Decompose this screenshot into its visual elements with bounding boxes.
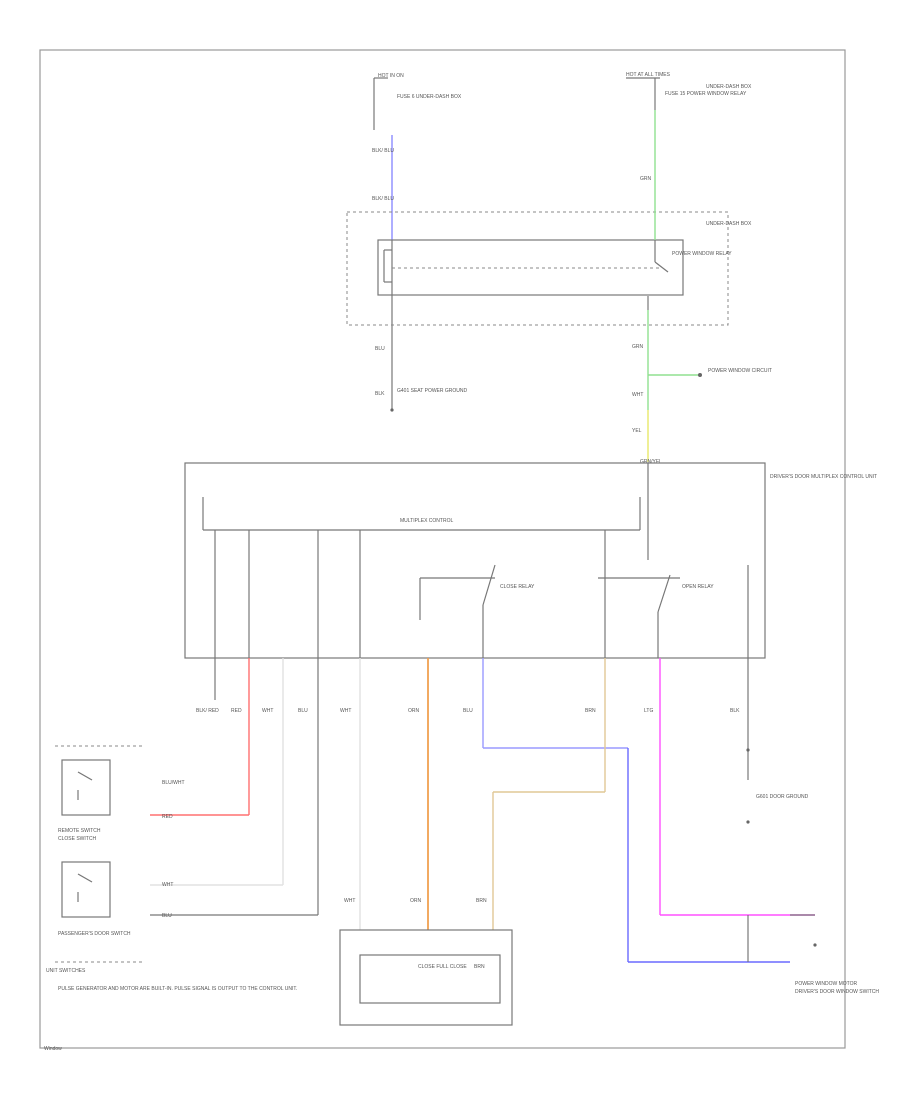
svg-text:DRIVER'S DOOR MULTIPLEX CONTRO: DRIVER'S DOOR MULTIPLEX CONTROL UNIT [770,474,877,480]
svg-text:WHT: WHT [262,708,273,714]
svg-text:RED: RED [231,708,242,714]
bottom-right-switch: POWER WINDOW MOTOR DRIVER'S DOOR WINDOW … [790,914,879,995]
svg-text:BLU: BLU [298,708,308,714]
svg-text:HOT IN ON: HOT IN ON [378,73,404,79]
svg-text:BLU: BLU [162,913,172,919]
svg-text:CLOSE SWITCH: CLOSE SWITCH [58,836,96,842]
svg-text:CLOSE FULL CLOSE: CLOSE FULL CLOSE [418,964,467,970]
harness-wires: BLK/ RED RED WHT BLU WHT ORN BLU BRN LTG… [150,658,815,963]
svg-text:HOT AT ALL TIMES: HOT AT ALL TIMES [626,72,671,78]
svg-text:GRN/YEL: GRN/YEL [640,459,662,465]
svg-text:ORN: ORN [410,898,422,904]
control-unit: MULTIPLEX CONTROL DRIVER'S DOOR MULTIPLE… [184,462,877,659]
svg-text:MULTIPLEX CONTROL: MULTIPLEX CONTROL [400,518,453,524]
svg-text:OPEN RELAY: OPEN RELAY [682,584,714,590]
svg-text:GRN: GRN [632,344,644,350]
window-motor: CLOSE FULL CLOSE WHT ORN BRN BRN [339,898,513,1026]
svg-text:BLK: BLK [730,708,740,714]
diagram-border [39,49,846,1049]
svg-text:UNIT SWITCHES: UNIT SWITCHES [46,968,86,974]
svg-text:FUSE 6 UNDER-DASH BOX: FUSE 6 UNDER-DASH BOX [397,94,462,100]
svg-text:ORN: ORN [408,708,420,714]
svg-text:G601 DOOR GROUND: G601 DOOR GROUND [756,794,809,800]
svg-text:UNDER-DASH BOX: UNDER-DASH BOX [706,84,752,90]
svg-text:PASSENGER'S DOOR SWITCH: PASSENGER'S DOOR SWITCH [58,931,131,937]
svg-text:WHT: WHT [162,882,173,888]
svg-text:GRN: GRN [640,176,652,182]
svg-text:BRN: BRN [585,708,596,714]
relay-box-top [346,211,729,326]
svg-text:WHT: WHT [632,392,643,398]
svg-text:LTG: LTG [644,708,653,714]
svg-text:PULSE GENERATOR AND MOTOR ARE: PULSE GENERATOR AND MOTOR ARE BUILT-IN. … [58,986,297,992]
svg-text:BLU: BLU [463,708,473,714]
svg-text:YEL: YEL [632,428,642,434]
top-left-feed: HOT IN ON FUSE 6 UNDER-DASH BOX BLK/ BLU… [372,73,467,412]
svg-text:BRN: BRN [474,964,485,970]
svg-text:POWER WINDOW RELAY: POWER WINDOW RELAY [672,251,732,257]
svg-text:BLK: BLK [375,391,385,397]
svg-text:DRIVER'S DOOR WINDOW SWITCH: DRIVER'S DOOR WINDOW SWITCH [795,989,879,995]
top-right-feed: HOT AT ALL TIMES FUSE 15 POWER WINDOW RE… [626,72,772,465]
svg-text:POWER WINDOW CIRCUIT: POWER WINDOW CIRCUIT [708,368,772,374]
svg-text:RED: RED [162,814,173,820]
svg-text:CLOSE RELAY: CLOSE RELAY [500,584,535,590]
svg-text:G401 SEAT POWER GROUND: G401 SEAT POWER GROUND [397,388,467,394]
svg-text:WHT: WHT [344,898,355,904]
svg-text:BLK/ BLU: BLK/ BLU [372,196,394,202]
footer-label: Window [44,1046,62,1052]
svg-text:FUSE 15 POWER WINDOW RELAY: FUSE 15 POWER WINDOW RELAY [665,91,747,97]
svg-text:BLK/ BLU: BLK/ BLU [372,148,394,154]
bottom-left-switches: BLU/WHT RED WHT BLU REMOTE SWITCH CLOSE … [46,745,297,992]
svg-text:BLU: BLU [375,346,385,352]
svg-text:WHT: WHT [340,708,351,714]
svg-text:UNDER-DASH BOX: UNDER-DASH BOX [706,221,752,227]
svg-text:REMOTE SWITCH: REMOTE SWITCH [58,828,101,834]
svg-text:BLK/ RED: BLK/ RED [196,708,219,714]
svg-text:POWER WINDOW MOTOR: POWER WINDOW MOTOR [795,981,858,987]
svg-text:BLU/WHT: BLU/WHT [162,780,185,786]
svg-text:BRN: BRN [476,898,487,904]
